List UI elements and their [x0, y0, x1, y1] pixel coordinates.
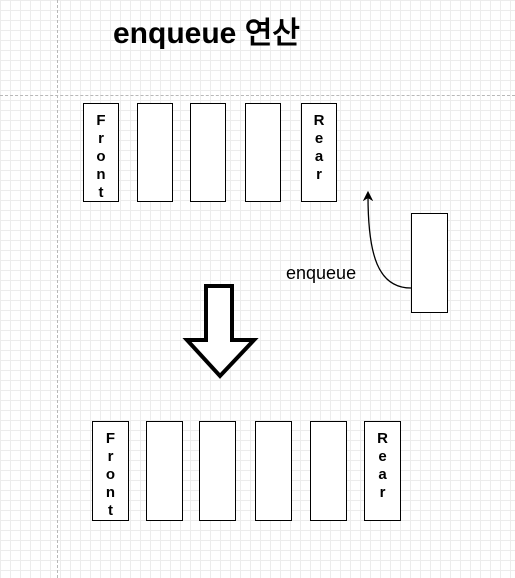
cell-label-letter: a — [378, 466, 387, 483]
cell-label-letter: n — [105, 484, 116, 501]
diagram-title: enqueue 연산 — [113, 17, 300, 50]
cell-label-letter: e — [378, 448, 387, 465]
incoming-element[interactable] — [411, 213, 448, 313]
cell-label-letter: r — [316, 166, 322, 183]
cell-label-letter: t — [108, 502, 113, 519]
cell-label-letter: a — [314, 148, 324, 165]
before-queue-cell[interactable] — [190, 103, 226, 202]
cell-label-letter: o — [105, 466, 116, 483]
cell-label-letter: e — [314, 130, 324, 147]
cell-label-letter: r — [107, 448, 114, 465]
cell-label-letter: t — [98, 184, 104, 201]
guide-line-horizontal — [0, 95, 515, 96]
cell-label-letter: o — [96, 148, 106, 165]
cell-label-letter: n — [96, 166, 106, 183]
cell-label-letter: R — [313, 112, 325, 129]
cell-label-letter: r — [379, 484, 386, 501]
cell-label-letter: r — [98, 130, 104, 147]
cell-label-letter: R — [377, 430, 388, 447]
guide-line-vertical — [57, 0, 58, 578]
before-queue-cell[interactable] — [245, 103, 281, 202]
cell-label-letter: F — [96, 112, 106, 129]
enqueue-curved-arrow — [362, 190, 412, 289]
after-queue-cell[interactable] — [255, 421, 292, 521]
after-queue-cell[interactable] — [310, 421, 347, 521]
after-queue-cell[interactable] — [146, 421, 183, 521]
after-queue-cell[interactable] — [199, 421, 236, 521]
transition-down-arrow — [182, 284, 259, 379]
enqueue-label: enqueue — [286, 263, 357, 283]
before-queue-cell[interactable] — [137, 103, 173, 202]
cell-label-letter: F — [105, 430, 116, 447]
